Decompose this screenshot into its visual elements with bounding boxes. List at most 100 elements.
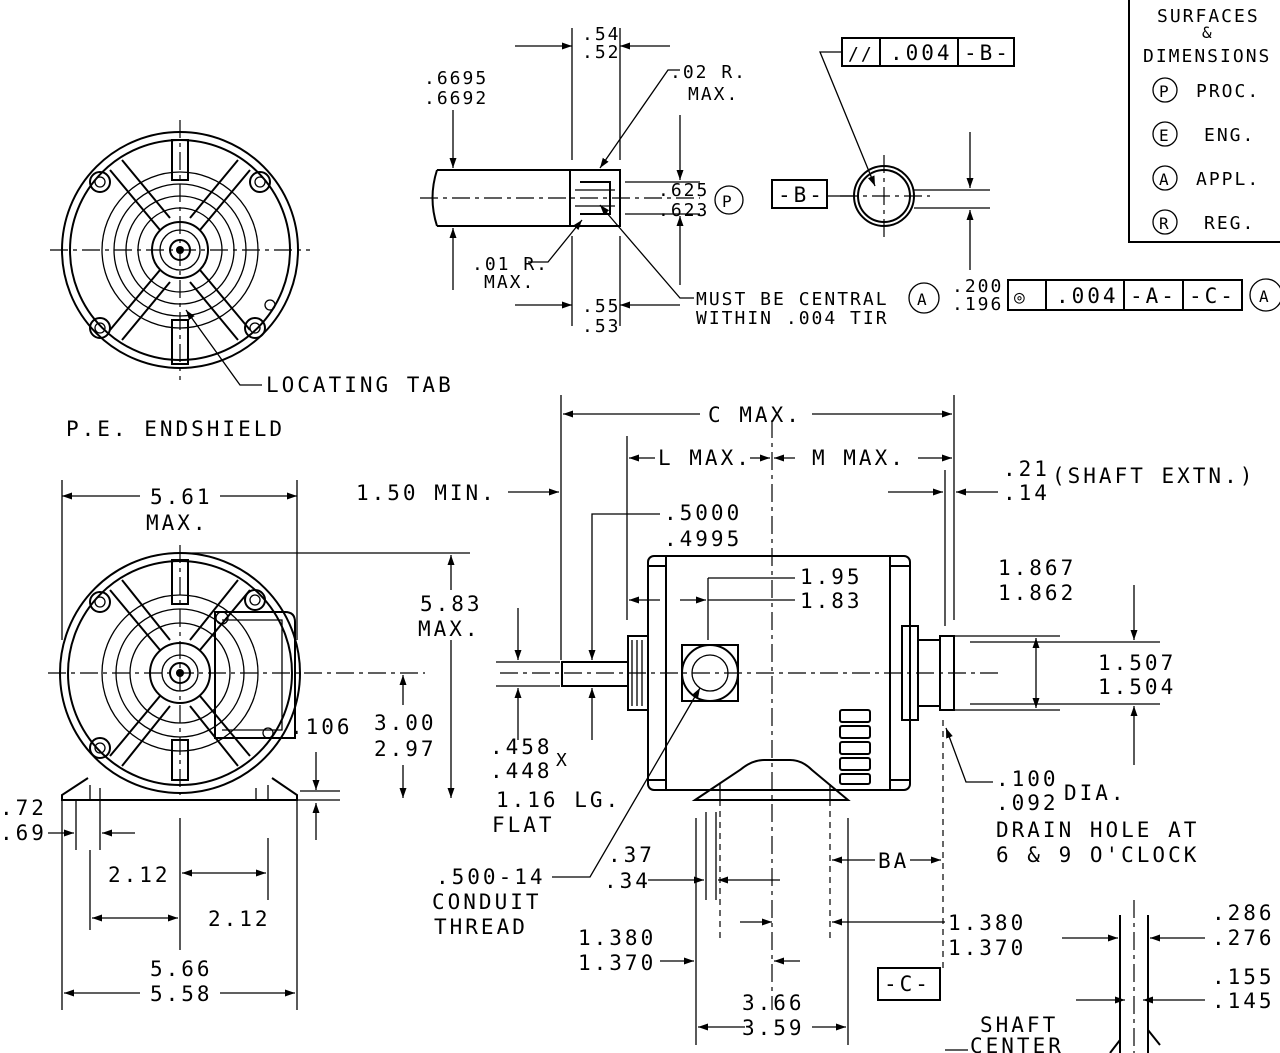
groove-width-bottom-max: .55 (582, 296, 621, 317)
bolt-boss (89, 737, 111, 759)
bolt-boss (249, 171, 271, 193)
legend-label: APPL. (1196, 169, 1260, 190)
dim-37-max: .37 (608, 843, 655, 867)
bolt-boss (244, 317, 266, 339)
parallelism-symbol: // (848, 44, 874, 65)
ba-label: BA (878, 849, 909, 873)
c-max-label: C MAX. (708, 403, 802, 427)
dim-1380-left-max: 1.380 (578, 926, 656, 950)
bolt-boss (89, 317, 111, 339)
drain-note-line1: DRAIN HOLE AT (996, 818, 1199, 842)
groove-width-top-min: .52 (582, 42, 621, 63)
datum-c-label: -C- (884, 972, 931, 996)
front-view: 5.61 MAX. 5.83 MAX. 3.00 2.97 .106 .72 .… (0, 480, 481, 1010)
groove-radius-bottom: .01 R. (472, 254, 549, 275)
legend-item-eng: E ENG. (1152, 121, 1253, 147)
groove-radius-top-max: MAX. (688, 84, 739, 105)
hole-spacing-left: 2.12 (208, 907, 271, 931)
conduit-thread: THREAD (434, 915, 528, 939)
datum-b-detail: // .004 -B- -B- (771, 37, 1015, 270)
tir-symbol: A (917, 290, 928, 309)
bolt-boss (244, 589, 266, 611)
legend-box: SURFACES & DIMENSIONS P PROC. E ENG. A A… (1128, 0, 1280, 243)
shaft-groove-detail: .54 .52 .55 .53 .6695 .6692 .02 R. MAX. … (420, 24, 889, 337)
shaft-extn-min: .14 (1003, 481, 1050, 505)
tir-callout: A .200 .196 ◎ .004 -A- -C- A (908, 276, 1280, 315)
shaft-center-label-2: CENTER (970, 1034, 1064, 1053)
drain-dia-label: DIA. (1064, 781, 1127, 805)
endshield-title: P.E. ENDSHIELD (66, 417, 285, 441)
conduit-label: CONDUIT (432, 890, 542, 914)
legend-header-line3: DIMENSIONS (1143, 46, 1271, 67)
width-max-value: 5.61 (150, 485, 213, 509)
tir-modifier: A (1259, 287, 1270, 306)
tir-dim-max: .200 (952, 276, 1003, 297)
dim-1380-right-min: 1.370 (948, 936, 1026, 960)
shaft-height-min: 2.97 (374, 737, 437, 761)
central-note-line2: WITHIN .004 TIR (696, 308, 889, 329)
drain-dia-min: .092 (996, 791, 1059, 815)
legend-symbol: R (1159, 214, 1170, 233)
drain-dia-max: .100 (996, 767, 1059, 791)
shaft-center-detail: .286 .276 .155 .145 SHAFT CENTER (945, 900, 1275, 1053)
dim-286-min: .276 (1212, 926, 1275, 950)
height-max-label: MAX. (418, 617, 481, 641)
groove-dia-symbol: P (722, 192, 733, 211)
foot-left-max: .72 (0, 796, 47, 820)
shaft-dia-min: .6692 (424, 88, 488, 109)
l-max-label: L MAX. (658, 446, 752, 470)
shaft-dia-max-side: .5000 (664, 501, 742, 525)
hole-spacing-right: 2.12 (108, 863, 171, 887)
len-195-max: 1.95 (800, 565, 863, 589)
width-max-label: MAX. (146, 511, 209, 535)
legend-header-line2: & (1202, 23, 1213, 42)
parallelism-frame: // .004 -B- (841, 37, 1015, 67)
m-max-label: M MAX. (812, 446, 906, 470)
shaft-dia-min-side: .4995 (664, 527, 742, 551)
foot-left-min: .69 (0, 821, 47, 845)
dim-286-max: .286 (1212, 901, 1275, 925)
groove-dia-max: .625 (658, 180, 709, 201)
shaft-height-max: 3.00 (374, 711, 437, 735)
groove-width-bottom-min: .53 (582, 316, 621, 337)
flat-max: .458 (490, 735, 553, 759)
legend-header-line1: SURFACES (1157, 6, 1260, 27)
dim-155-min: .145 (1212, 989, 1275, 1013)
flat-x: X (556, 750, 569, 771)
legend-symbol: P (1159, 82, 1170, 101)
legend-label: REG. (1204, 213, 1255, 234)
parallelism-datum: -B- (964, 41, 1011, 65)
foot-span-min: 5.58 (150, 982, 213, 1006)
foot-span-max: 5.66 (150, 957, 213, 981)
groove-radius-top: .02 R. (670, 62, 747, 83)
dim-1380-left-min: 1.370 (578, 951, 656, 975)
concentricity-ref-a: -A- (1130, 284, 1177, 308)
concentricity-tolerance: .004 (1056, 284, 1119, 308)
shaft-dia-max: .6695 (424, 68, 488, 89)
dim-366-max: 3.66 (742, 991, 805, 1015)
drain-note-line2: 6 & 9 O'CLOCK (996, 843, 1199, 867)
flat-label: FLAT (492, 813, 555, 837)
dim-1380-right-max: 1.380 (948, 911, 1026, 935)
concentricity-frame: ◎ .004 -A- -C- (1007, 279, 1243, 311)
legend-symbol: A (1159, 170, 1170, 189)
concentricity-ref-c: -C- (1189, 284, 1236, 308)
dim-155-max: .155 (1212, 965, 1275, 989)
dim-1507-max: 1.507 (1098, 651, 1176, 675)
min-150-label: 1.50 MIN. (356, 481, 497, 505)
locating-tab-label: LOCATING TAB (266, 373, 454, 397)
central-note-line1: MUST BE CENTRAL (696, 289, 889, 310)
dim-37-min: .34 (604, 869, 651, 893)
groove-width-top-max: .54 (582, 24, 621, 45)
bolt-boss (89, 171, 111, 193)
len-195-min: 1.83 (800, 589, 863, 613)
dim-366-min: 3.59 (742, 1016, 805, 1040)
tir-dim-min: .196 (952, 294, 1003, 315)
bolt-boss (89, 591, 111, 613)
dim-1867-min: 1.862 (998, 581, 1076, 605)
flat-min: .448 (490, 759, 553, 783)
concentricity-symbol: ◎ (1014, 287, 1027, 308)
conduit-size: .500-14 (436, 865, 546, 889)
legend-item-reg: R REG. (1152, 209, 1255, 235)
side-view: C MAX. L MAX. M MAX. 1.50 MIN. .21 .14 (… (356, 395, 1252, 1045)
